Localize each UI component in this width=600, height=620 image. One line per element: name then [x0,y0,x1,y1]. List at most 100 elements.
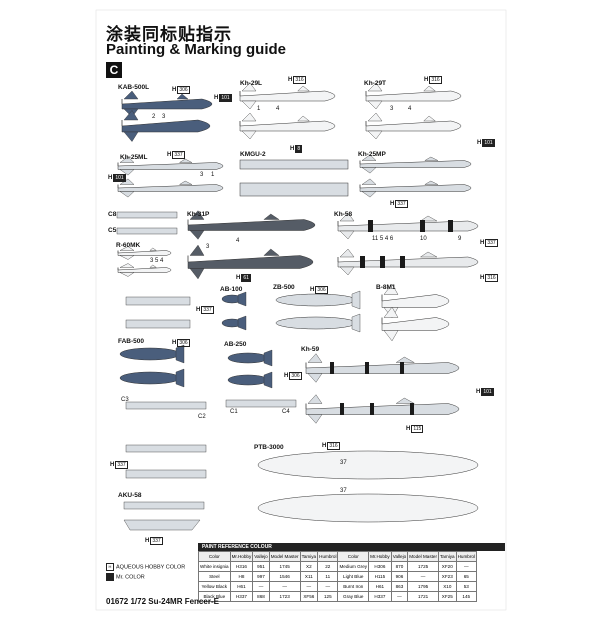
zb500-bottom-body [275,316,357,330]
kh59-bottom-stripe-2 [410,403,414,415]
kh59-top-body [305,362,460,374]
kh25mp-top-wing [424,156,438,161]
ref-cell: White insignia [198,561,231,572]
ref-cell: — [390,591,409,602]
kh25mp-bottom-body [359,184,472,192]
ref-cell: Medium Grey [337,561,370,572]
kh29t-bottom-body [365,120,462,132]
kh31p-bottom-body [187,255,314,269]
kh25ml-top-fins [119,156,135,176]
kab500l-top-fins [123,90,139,118]
ref-cell: 65 [455,571,477,582]
kh58-stripe-0 [368,220,373,232]
ref-cell: — [407,571,440,582]
fab500-bottom-body [119,371,181,385]
label-c8: C8 [108,211,117,218]
kh31p-bottom-fins [189,244,205,280]
ref-cell: H61 [368,581,392,592]
ref-cell: 870 [390,561,409,572]
kh29t-top-fins [367,82,383,110]
ref-cell: XF56 [299,591,319,602]
callout-kh58-nums: 11 5 4 6 [372,236,394,242]
label-ab100: AB-100 [220,286,243,293]
ref-cell: 863 [390,581,409,592]
label-b8m1: B-8M1 [376,284,396,291]
section-badge: C [106,62,122,78]
label-kab500l: KAB-500L [118,84,150,91]
label-c4: C4 [282,409,290,415]
label-kh29l: Kh-29L [240,80,263,87]
callout-kh31p-3: 3 [206,244,210,250]
callout-kh29l-1: 1 [257,106,261,112]
kh58-stripe-1 [420,220,425,232]
pylon-lower-2 [125,469,207,479]
b8m1-bottom-body [381,317,450,331]
callout-kab-2: 2 [152,114,156,120]
kh58-top-wing [419,215,438,222]
ref-cell: Black Blue [198,591,231,602]
b8m1-bottom-fins [383,306,399,342]
ref-cell: H115 [368,571,392,582]
fab500-top-tail [175,344,185,364]
kh58-stripe-2 [448,220,453,232]
ab100-top-tail [237,291,247,307]
r60mk-bottom-fins [119,263,135,277]
ref-cell: — [317,581,339,592]
ref-cell: 951 [252,561,270,572]
aku58-top [123,501,205,510]
legend-mr: Mr. COLOR [106,573,145,581]
label-c1: C1 [230,409,238,415]
kh58-bottom-fins [339,248,355,276]
label-kh25ml: Kh-25ML [120,154,148,161]
ref-cell: H61 [229,581,254,592]
pylon-lower-1 [125,444,207,453]
ref-cell: 22 [317,561,339,572]
kmgu2-top [239,159,349,170]
kh29l-bottom-fins [241,112,257,140]
ref-col-header: Vallejo [252,551,270,562]
ab100-bottom-tail [237,315,247,331]
ref-cell: Yellow Black [198,581,231,592]
ptb3000-bottom [257,493,479,523]
ref-cell: H337 [229,591,254,602]
ref-cell: X2 [299,561,319,572]
rail-top [125,296,191,306]
label-c2: C2 [198,414,206,420]
label-c5: C5 [108,227,117,234]
callout-kab-3: 3 [162,114,166,120]
label-ab250: AB-250 [224,341,247,348]
aqueous-swatch-icon: H [106,563,114,571]
callout-kh31p-4: 4 [236,238,240,244]
callout-r60-nums: 3 5 4 [150,258,164,264]
ref-col-header: Humbrol [455,551,477,562]
ab250-top-body [227,352,269,364]
ref-cell: 997 [252,571,270,582]
label-zb500: ZB-500 [273,284,295,291]
ptb3000-top [257,450,479,480]
kh31p-bottom-wing [263,248,280,256]
ref-cell: 1546 [268,571,301,582]
callout-kh29t-4: 4 [408,106,412,112]
label-aku58: AKU-58 [118,492,142,499]
kh29l-top-body [239,90,336,102]
r60mk-top-body [117,250,172,256]
footer-product: 01672 1/72 Su-24MR Fencer-E [106,597,219,606]
kh25ml-bottom-wing [178,180,193,185]
kh31p-top-fins [189,210,205,240]
callout-kh25ml-3: 3 [200,172,204,178]
kh25mp-bottom-wing [424,180,438,185]
kh59-bottom-body [305,403,460,415]
kab500l-bottom-fins [123,110,139,142]
ref-cell: XF25 [438,591,457,602]
r60mk-bottom-wing [149,264,157,268]
